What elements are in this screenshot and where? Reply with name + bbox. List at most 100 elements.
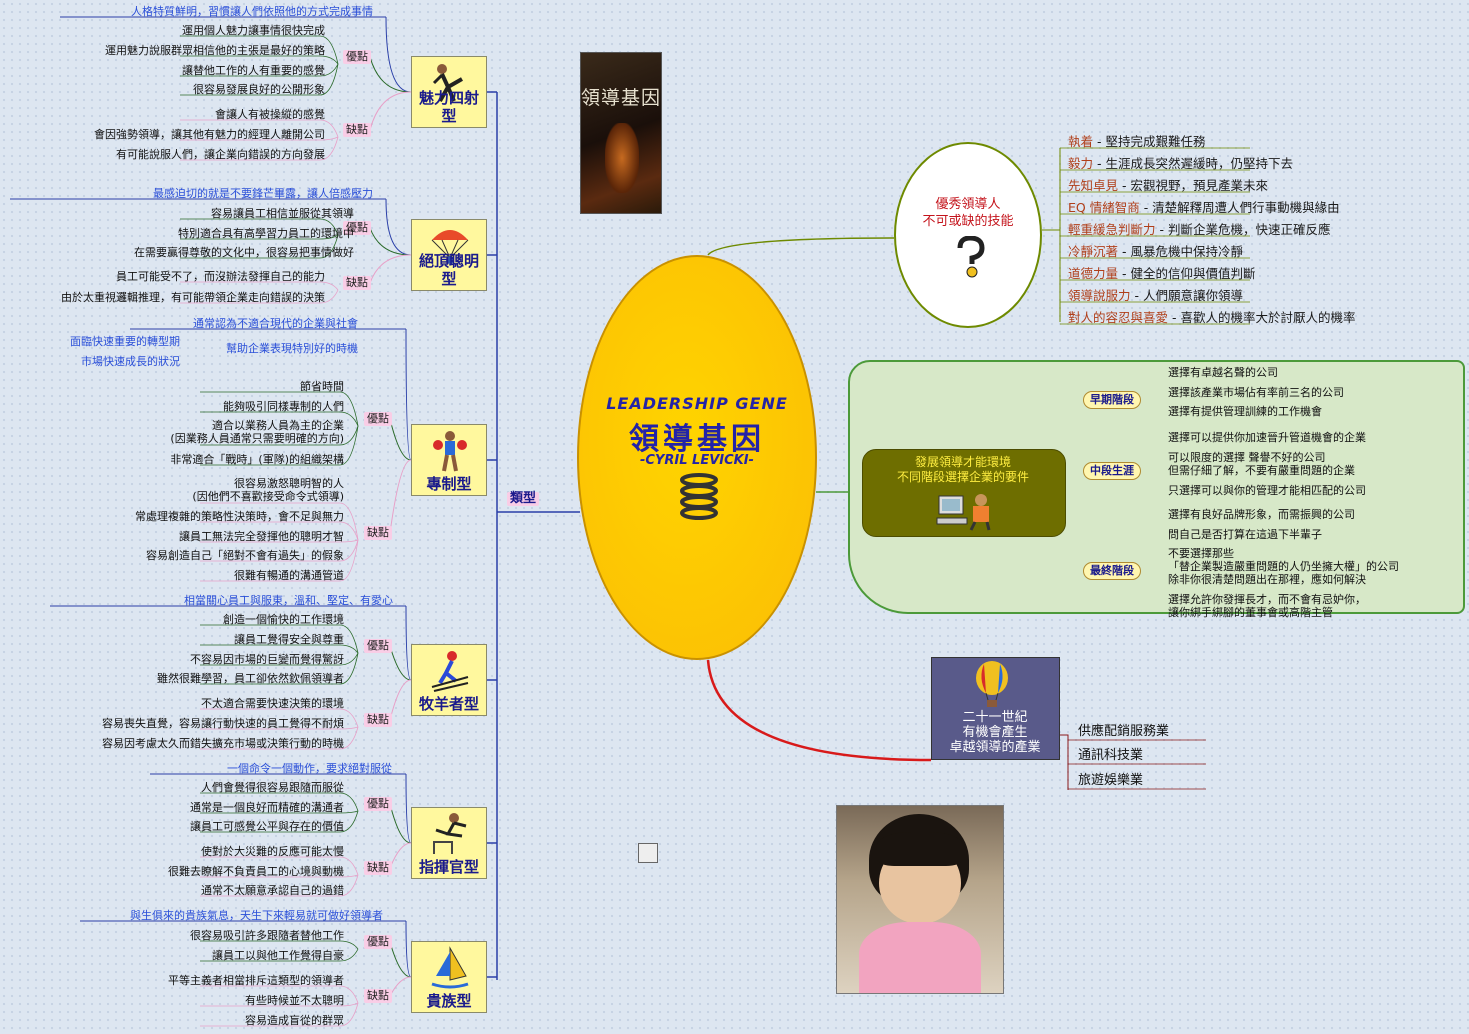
stage-item: 選擇可以提供你加速晉升管道機會的企業 (1168, 431, 1366, 444)
type-summary: 相當關心員工與服東，溫和、堅定、有愛心 (184, 594, 393, 607)
con-item: 員工可能受不了，而沒辦法發揮自己的能力 (116, 270, 325, 283)
stage-item: 不要選擇那些 「替企業製造嚴重問題的人仍坐擁大權」的公司 除非你很清楚問題出在那… (1168, 547, 1399, 586)
connector-line (370, 255, 411, 283)
sub-item: 面臨快速重要的轉型期 (70, 335, 180, 348)
pro-item: 通常是一個良好而精確的溝通者 (190, 801, 344, 814)
pro-item: 創造一個愉快的工作環境 (223, 613, 344, 626)
pros-tag: 優點 (364, 412, 392, 426)
type-name: 指揮官型 (412, 858, 486, 876)
con-item: 很難去瞭解不負責員工的心境與動機 (168, 865, 344, 878)
skill-item: 毅力 - 生涯成長突然遲緩時，仍堅持下去 (1068, 156, 1293, 171)
stage-item: 問自己是否打算在這過下半輩子 (1168, 528, 1322, 541)
stage-item: 只選擇可以與你的管理才能相匹配的公司 (1168, 484, 1366, 497)
skill-item: 領導說服力 - 人們願意讓你領導 (1068, 288, 1243, 303)
types-branch-label[interactable]: 類型 (507, 492, 539, 506)
industry-item: 供應配銷服務業 (1078, 724, 1169, 740)
pro-item: 運用魅力說服群眾相信他的主張是最好的策略 (105, 44, 325, 57)
con-item: 不太適合需要快速決策的環境 (201, 697, 344, 710)
type-summary: 一個命令一個動作，要求絕對服從 (227, 762, 392, 775)
type-summary: 人格特質鮮明，習慣讓人們依照他的方式完成事情 (131, 5, 373, 18)
pro-item: 讓替他工作的人有重要的感覺 (182, 64, 325, 77)
environment-title: 發展領導才能環境 不同階段選擇企業的要件 (862, 455, 1064, 485)
pros-tag: 優點 (343, 50, 371, 64)
skier-icon (428, 649, 472, 693)
central-title-zh: 領導基因 (577, 414, 817, 458)
skill-item: 輕重緩急判斷力 - 判斷企業危機，快速正確反應 (1068, 222, 1330, 237)
con-item: 平等主義者相當排斥這類型的領導者 (168, 974, 344, 987)
stage-early[interactable]: 早期階段 (1083, 391, 1141, 409)
pro-item: 人們會覺得很容易跟隨而服從 (201, 781, 344, 794)
con-item: 通常不太願意承認自己的過錯 (201, 884, 344, 897)
stage-item: 選擇有提供管理訓練的工作機會 (1168, 405, 1322, 418)
stage-mid[interactable]: 中段生涯 (1083, 462, 1141, 480)
child-shirt (859, 922, 981, 994)
connector-line (200, 941, 358, 949)
skill-item: 對人的容忍與喜愛 - 喜歡人的機率大於討厭人的機率 (1068, 310, 1355, 325)
pro-item: 很容易發展良好的公開形象 (193, 83, 325, 96)
central-author: -CYRIL LEVICKI- (577, 453, 817, 468)
boxer-icon (428, 429, 472, 473)
connector-line (390, 942, 411, 977)
con-item: 容易創造自己「絕對不會有過失」的假象 (146, 549, 344, 562)
con-item: 很容易激怒聰明智的人 (因他們不喜歡接受命令式領導) (192, 477, 344, 503)
type-name: 貴族型 (412, 992, 486, 1010)
pros-tag: 優點 (364, 935, 392, 949)
cons-tag: 缺點 (343, 276, 371, 290)
stage-item: 選擇允許你發揮長才，而不會有忌妒你， 讓你綁手綁腳的董事會或高階主管 (1168, 593, 1366, 619)
connector-line (390, 843, 411, 868)
child-bangs (877, 832, 963, 866)
con-item: 常處理複雜的策略性決策時，會不足與無力 (135, 510, 344, 523)
pro-item: 讓員工覺得安全與尊重 (234, 633, 344, 646)
cons-tag: 缺點 (343, 123, 371, 137)
pro-item: 很容易吸引許多跟隨者替他工作 (190, 929, 344, 942)
book-title: 領導基因 (581, 83, 661, 110)
type-box-aristocrat[interactable]: 貴族型 (411, 941, 487, 1013)
skills-connector (708, 238, 894, 255)
skill-item: 執着 - 堅持完成艱難任務 (1068, 134, 1205, 149)
con-item: 會讓人有被操縱的感覺 (215, 108, 325, 121)
con-item: 容易因考慮太久而錯失擴充市場或決策行動的時機 (102, 737, 344, 750)
book-cover-image: 領導基因 (580, 52, 662, 214)
stage-item: 可以限度的選擇 聲譽不好的公司 但需仔細了解，不要有嚴重問題的企業 (1168, 451, 1355, 477)
stage-item: 選擇有卓越名聲的公司 (1168, 366, 1278, 379)
connector-line (370, 228, 411, 255)
skill-item: 冷靜沉著 - 風暴危機中保持冷靜 (1068, 244, 1243, 259)
stage-late[interactable]: 最終階段 (1083, 562, 1141, 580)
cons-tag: 缺點 (364, 526, 392, 540)
skill-item: 先知卓見 - 宏觀視野，預見產業未來 (1068, 178, 1268, 193)
computer-user-icon (935, 490, 997, 532)
type-summary: 通常認為不適合現代的企業與社會 (193, 317, 358, 330)
type-name: 牧羊者型 (412, 695, 486, 713)
type-name: 專制型 (412, 475, 486, 493)
type-box-commander[interactable]: 指揮官型 (411, 807, 487, 879)
stage-item: 選擇有良好品牌形象，而需振興的公司 (1168, 508, 1355, 521)
con-item: 由於太重視邏輯推理，有可能帶領企業走向錯誤的決策 (61, 291, 325, 304)
skills-bubble[interactable] (894, 142, 1042, 328)
type-box-shepherd[interactable]: 牧羊者型 (411, 644, 487, 716)
type-summary: 與生俱來的貴族氣息，天生下來輕易就可做好領導者 (130, 909, 383, 922)
con-item: 容易喪失直覺，容易讓行動快速的員工覺得不耐煩 (102, 717, 344, 730)
note-icon[interactable] (638, 843, 658, 863)
pro-item: 能夠吸引同樣專制的人們 (223, 400, 344, 413)
industries-title: 二十一世紀 有機會產生 卓越領導的產業 (925, 710, 1065, 755)
con-item: 有些時候並不太聰明 (245, 994, 344, 1007)
type-box-autocrat[interactable]: 專制型 (411, 424, 487, 496)
cons-tag: 缺點 (364, 989, 392, 1003)
pros-tag: 優點 (364, 639, 392, 653)
skills-title: 優秀領導人 不可或缺的技能 (894, 196, 1042, 230)
type-name: 絕頂聰明型 (412, 252, 486, 288)
type-name: 魅力四射型 (412, 89, 486, 125)
con-item: 很難有暢通的溝通管道 (234, 569, 344, 582)
skill-item: EQ 情緒智商 - 清楚解釋周遭人們行事動機與緣由 (1068, 200, 1340, 215)
type-box-charisma[interactable]: 魅力四射型 (411, 56, 487, 128)
connector-line (390, 977, 411, 996)
connector-line (180, 282, 338, 290)
pro-item: 非常適合「戰時」(軍隊)的組織架構 (170, 453, 344, 466)
spring-icon (679, 472, 719, 522)
type-summary: 最感迫切的就是不要鋒芒畢露，讓人倍感壓力 (153, 187, 373, 200)
type-box-genius[interactable]: 絕頂聰明型 (411, 219, 487, 291)
pro-item: 適合以業務人員為主的企業 (因業務人員通常只需要明確的方向) (170, 419, 344, 445)
connector-line (200, 645, 358, 653)
stage-item: 選擇該產業市場佔有率前三名的公司 (1168, 386, 1344, 399)
skill-item: 道德力量 - 健全的信仰與價值判斷 (1068, 266, 1255, 281)
